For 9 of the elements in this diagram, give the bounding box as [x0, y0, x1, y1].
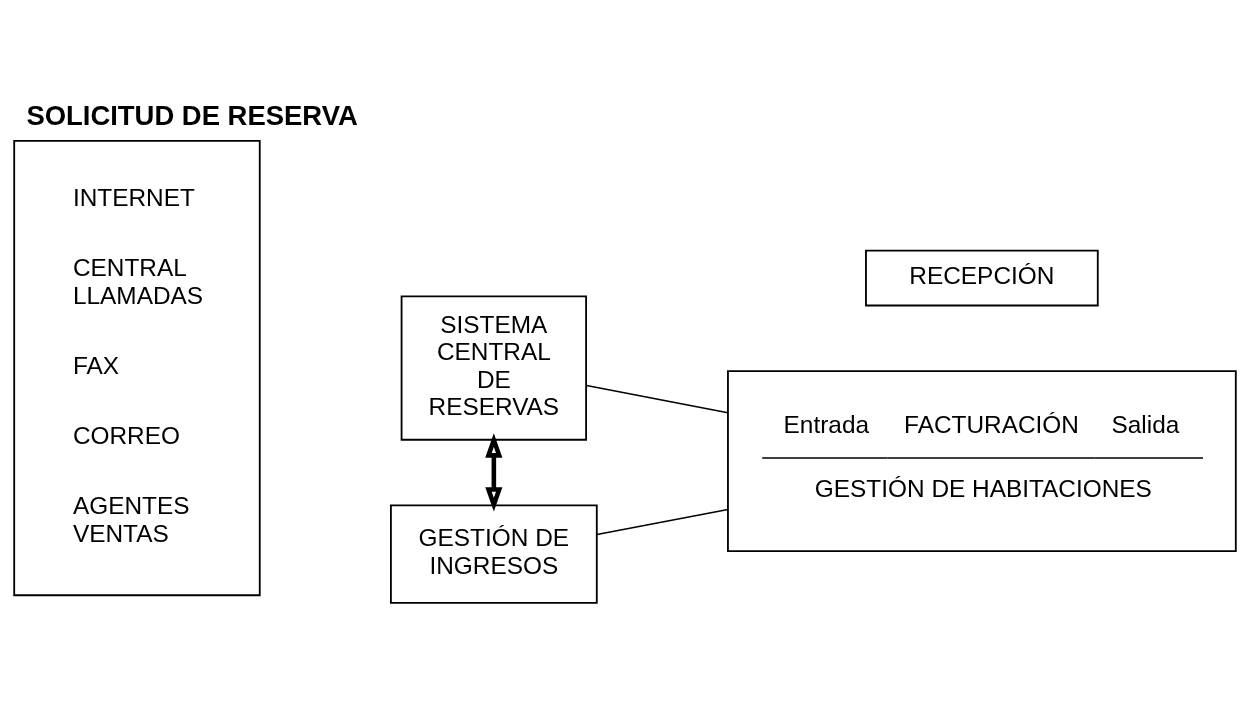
node-box: SISTEMA CENTRAL DE RESERVAS	[400, 295, 588, 441]
node-box: INTERNET CENTRAL LLAMADAS FAX CORREO AGENTES VENTAS	[13, 139, 261, 597]
arrow	[485, 433, 503, 512]
diagram-title: SOLICITUD DE RESERVA	[26, 99, 358, 131]
node-box: Entrada FACTURACIÓN Salida GESTIÓN DE HABITACIONES	[727, 370, 1237, 552]
connector	[596, 508, 729, 536]
connector	[585, 384, 729, 414]
node-box: RECEPCIÓN	[865, 249, 1099, 307]
node-box: GESTIÓN DE INGRESOS	[390, 504, 598, 604]
